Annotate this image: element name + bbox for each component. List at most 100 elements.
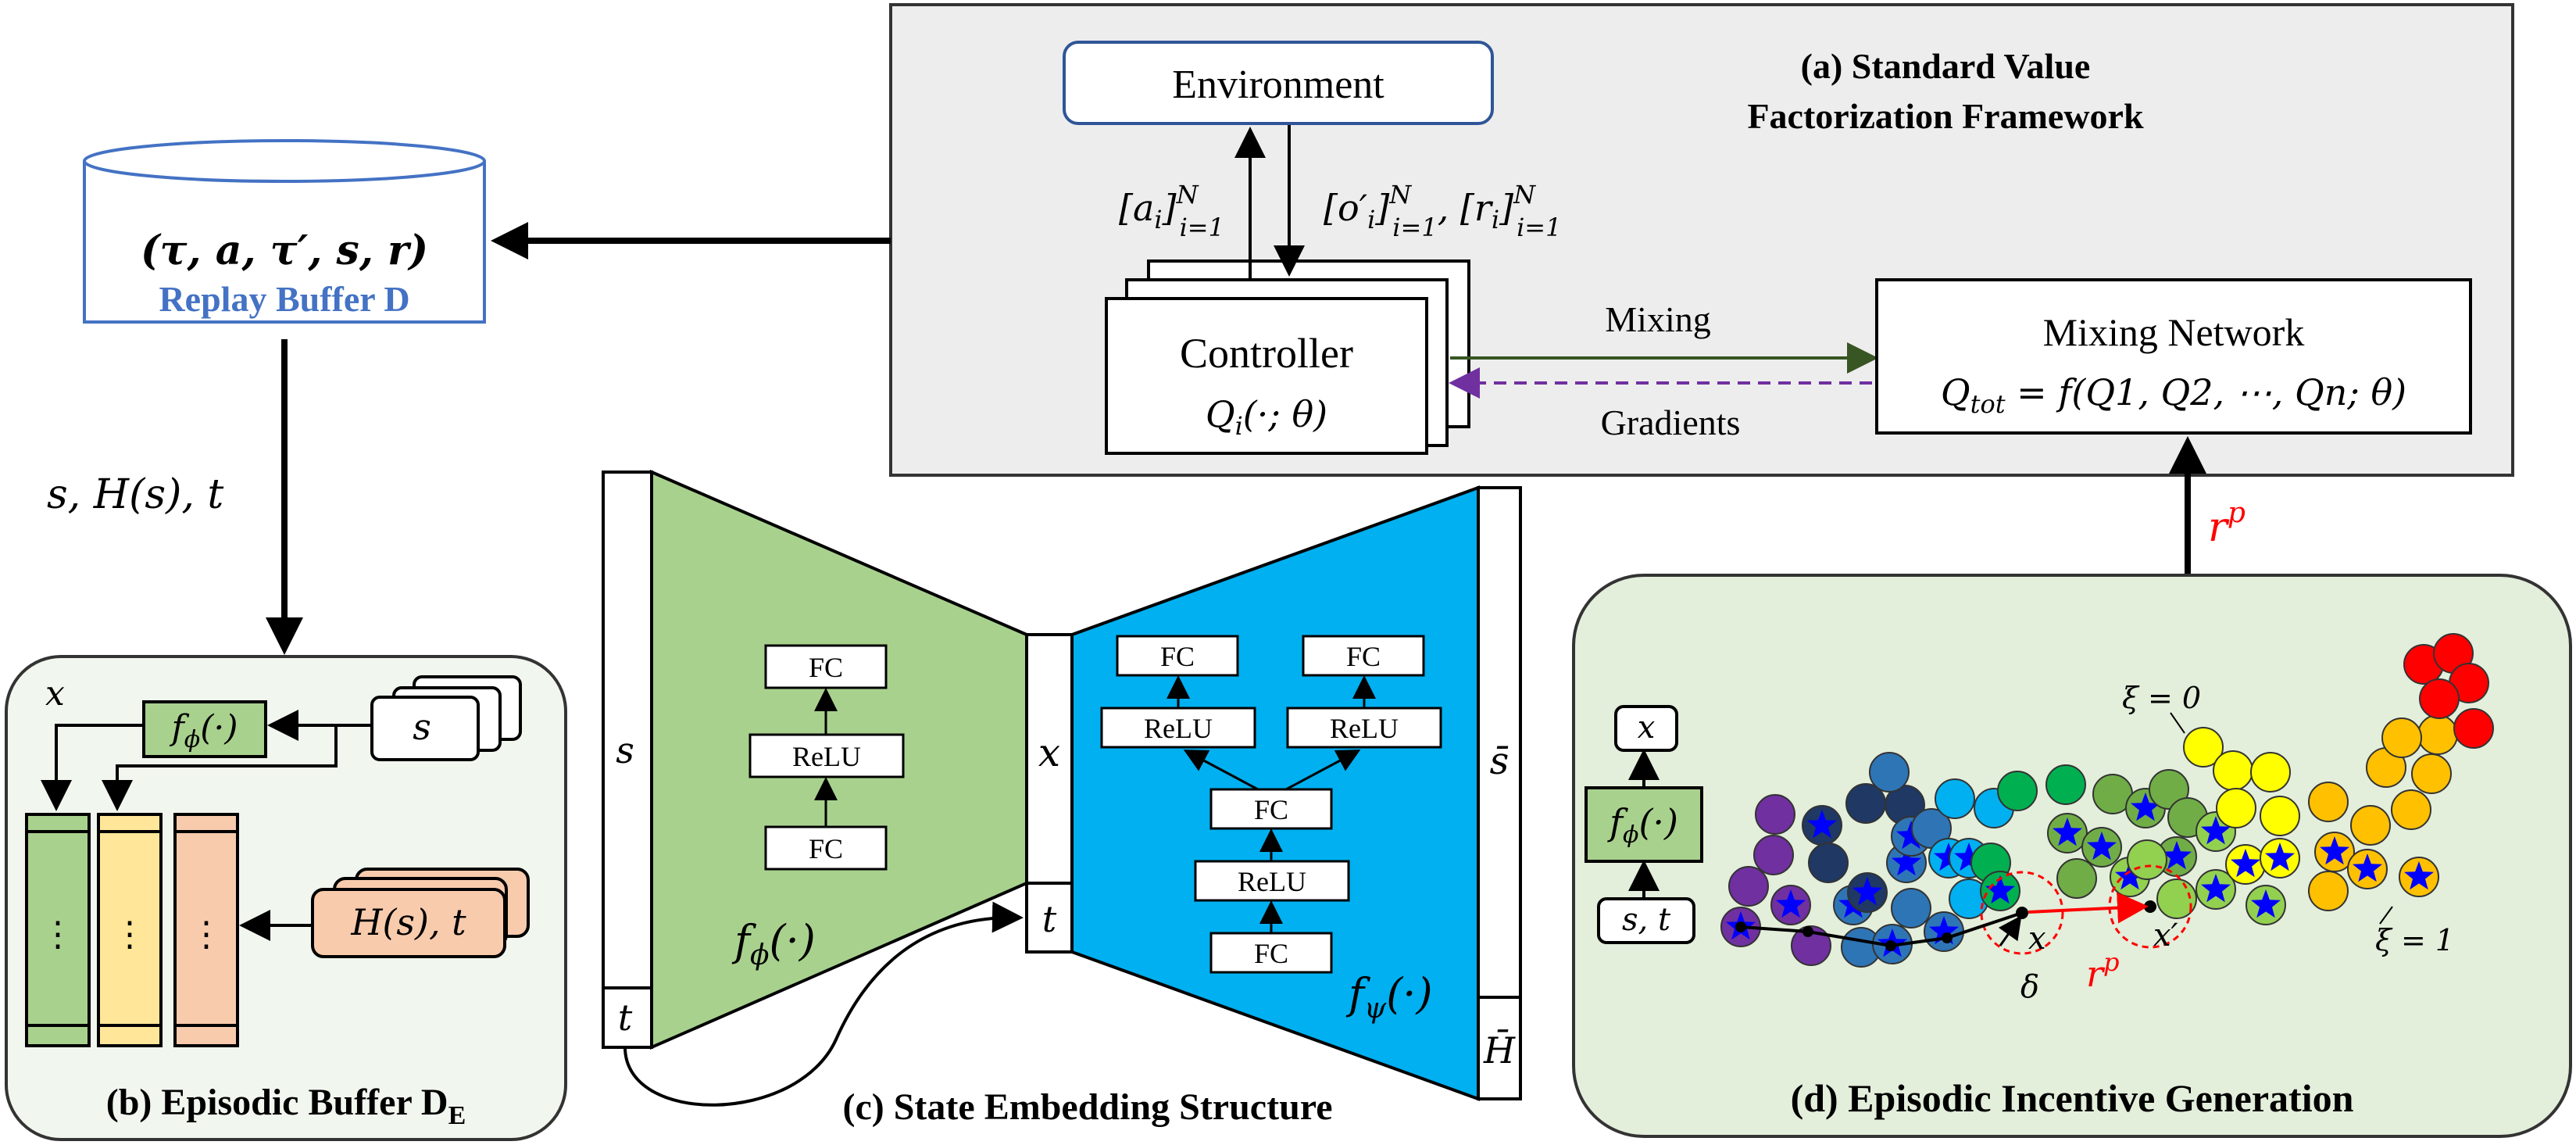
panel-d-st-box	[1597, 897, 1695, 944]
point-xp-label: x′	[2153, 918, 2178, 954]
point-xp	[2144, 900, 2156, 913]
embedding-scatter	[1720, 633, 2494, 968]
embedding-point	[1728, 866, 1769, 907]
controller-q-function: Qi(·; θ)	[1206, 393, 1327, 441]
s-box-label: s	[413, 706, 431, 748]
star-icon	[1929, 916, 1959, 945]
s-to-yellow-buffer-line	[102, 725, 338, 811]
environment-box	[1063, 41, 1494, 125]
buffer-column-dots: ⋮	[113, 915, 147, 954]
star-icon	[1934, 843, 1963, 871]
panel-a-standard-value-factorization: (a) Standard Value Factorization Framewo…	[889, 3, 2514, 477]
embedding-point	[2453, 708, 2494, 749]
star-icon	[2053, 818, 2082, 846]
controller-box	[1105, 297, 1428, 455]
encoder-relu-label: ReLU	[792, 741, 861, 772]
encoder-f-phi-label: fϕ(·)	[731, 916, 816, 971]
hs-t-box	[311, 888, 506, 958]
embedding-point	[1891, 888, 1931, 929]
t-skip-connection	[623, 901, 1024, 1107]
star-icon	[2231, 849, 2260, 878]
input-t-label: t	[618, 997, 633, 1039]
xi-one-leader	[2379, 906, 2393, 925]
embedding-point	[2056, 858, 2097, 899]
controller-label: Controller	[1180, 330, 1353, 377]
decoder-layers: FC ReLU FC ReLU FC ReLU FC	[1100, 635, 1442, 974]
embedding-point	[1753, 835, 1794, 875]
trajectory-points	[1735, 900, 2156, 951]
embedding-t-label: t	[1042, 898, 1057, 940]
star-icon	[2131, 793, 2160, 821]
decoder-fc-left-top	[1116, 635, 1239, 677]
embedding-point	[2183, 727, 2224, 768]
embedding-point	[2308, 871, 2349, 911]
panel-d-episodic-incentive: (d) Episodic Incentive Generation x fϕ(·…	[1572, 574, 2572, 1138]
replay-buffer-tuple: (τ, a, τ′, s, r)	[141, 227, 428, 274]
star-icon	[2115, 861, 2145, 890]
incentive-vector-arrow	[2028, 892, 2149, 924]
xi-zero-leader	[2170, 712, 2185, 734]
embedding-point	[2213, 750, 2253, 791]
panel-b-episodic-buffer: (b) Episodic Buffer DE x fϕ(·) s ⋮ ⋮ ⋮	[5, 655, 567, 1141]
decoder-fc-right-top-label: FC	[1346, 641, 1381, 672]
star-icon	[1892, 847, 1921, 876]
mixing-arrow-label: Mixing	[1605, 299, 1710, 339]
embedding-point	[2419, 678, 2460, 719]
star-icon	[2162, 841, 2192, 870]
embedding-point	[1935, 778, 1975, 819]
embedding-point	[2417, 714, 2458, 755]
decoder-relu-left-label: ReLU	[1144, 713, 1213, 744]
panel-d-background	[1572, 574, 2572, 1138]
gradients-arrow-label: Gradients	[1601, 403, 1741, 442]
output-s-bar-label: s̄	[1490, 739, 1510, 783]
panel-d-x-label: x	[1638, 710, 1656, 746]
xi-one-label: ξ = 1	[2375, 923, 2454, 957]
embedding-x-label: x	[1038, 730, 1060, 775]
embedding-point	[2156, 878, 2197, 919]
embedding-point	[2216, 788, 2256, 828]
replay-buffer: (τ, a, τ′, s, r) Replay Buffer D s, H(s)…	[47, 139, 891, 655]
star-icon	[2265, 843, 2295, 871]
embedding-point	[1791, 925, 1831, 966]
s-box	[370, 696, 480, 761]
embedding-point	[2127, 839, 2167, 880]
decoder-fc-left-top-label: FC	[1160, 641, 1195, 672]
decoder-f-psi-label: fψ(·)	[1345, 969, 1433, 1025]
star-icon	[2201, 816, 2231, 845]
replay-buffer-label: Replay Buffer D	[159, 279, 409, 319]
embedding-point	[2250, 752, 2291, 793]
panel-c-title: (c) State Embedding Structure	[842, 1086, 1332, 1128]
panel-b-x-label: x	[45, 674, 65, 714]
environment-label: Environment	[1172, 63, 1384, 107]
panel-d-f-phi-label: fϕ(·)	[1607, 801, 1678, 849]
input-s-label: s	[616, 729, 634, 771]
output-h-bar-label: H̄	[1483, 1029, 1516, 1072]
panel-d-title: (d) Episodic Incentive Generation	[1791, 1076, 2354, 1120]
output-s-bar	[1477, 486, 1522, 999]
star-icon	[2353, 853, 2382, 882]
replay-buffer-top	[83, 139, 486, 183]
panel-c-state-embedding: (c) State Embedding Structure s t fϕ(·) …	[602, 469, 1522, 1128]
star-icon	[1954, 843, 1984, 871]
delta-label: δ	[2020, 969, 2039, 1005]
decoder-fc-mid-label: FC	[1254, 794, 1288, 825]
encoder-fc-bottom-label: FC	[809, 833, 843, 864]
decoder-relu-mid	[1194, 860, 1350, 902]
panel-b-f-phi-label: fϕ(·)	[169, 708, 238, 753]
buffer-column-dots: ⋮	[189, 915, 223, 954]
embedding-point	[2350, 805, 2391, 846]
star-icon	[1896, 821, 1926, 850]
star-icon	[1985, 875, 2015, 904]
local-incentive-label: rp	[2086, 947, 2119, 995]
embedding-point	[2308, 782, 2349, 822]
replay-buffer-cylinder	[83, 161, 486, 324]
mixing-network-box	[1875, 278, 2472, 435]
star-icon	[1807, 810, 1837, 839]
input-s-bar	[602, 471, 653, 989]
delta-arrow	[1998, 915, 2022, 946]
buffer-column-dots: ⋮	[41, 915, 75, 954]
embedding-point	[2149, 769, 2189, 810]
encoder-fc-top-label: FC	[809, 652, 843, 683]
qtot-equation: Qtot = f(Q1, Q2, ⋯, Qn; θ)	[1941, 371, 2406, 419]
decoder-relu-right-label: ReLU	[1330, 713, 1399, 744]
